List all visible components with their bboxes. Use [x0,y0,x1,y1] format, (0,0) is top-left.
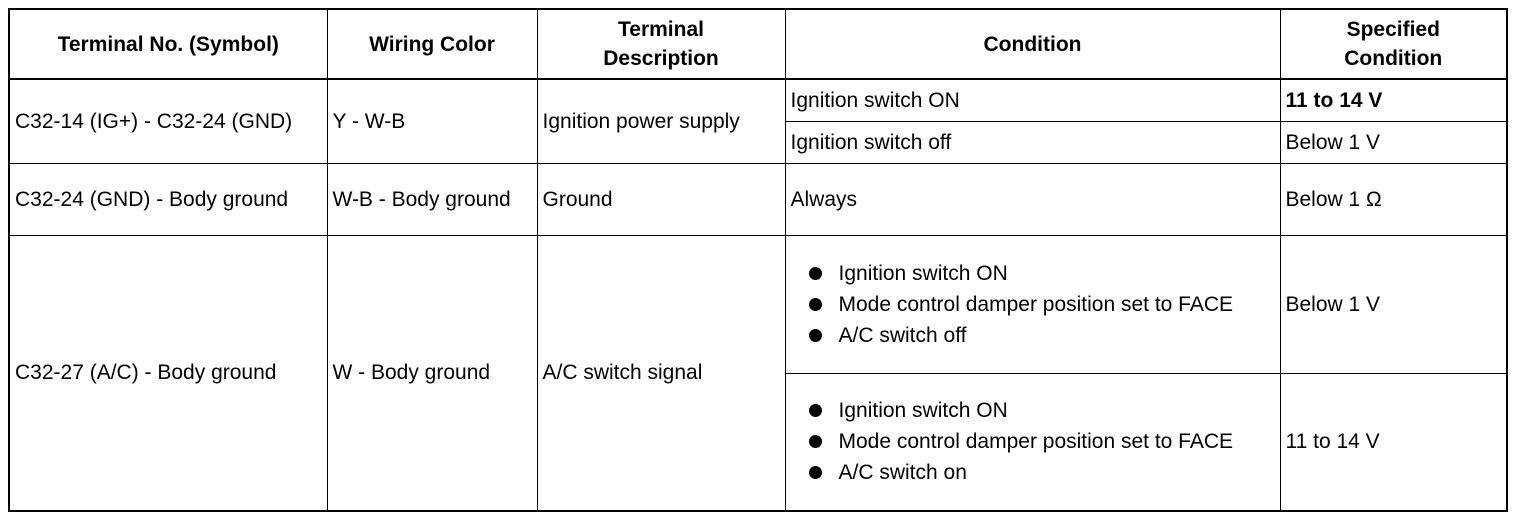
bullet-icon [808,435,822,449]
specified-condition-cell: 11 to 14 V [1279,78,1508,122]
header-terminal-description-line2: Description [603,47,719,70]
terminal-description-cell: Ground [536,162,786,236]
terminal-cell: C32-14 (IG+) - C32-24 (GND) [8,78,328,164]
bullet-icon [808,404,822,418]
table-row: C32-27 (A/C) - Body ground W - Body grou… [8,234,1508,512]
header-terminal-description: Terminal Description [536,8,786,80]
header-terminal-description-line1: Terminal [618,18,704,41]
condition-cell: Ignition switch off [784,120,1281,164]
list-item: Mode control damper position set to FACE [805,426,1275,457]
header-row: Terminal No. (Symbol) Wiring Color Termi… [8,8,1508,80]
specified-condition-cell: 11 to 14 V [1279,372,1508,512]
table-row: C32-24 (GND) - Body ground W-B - Body gr… [8,162,1508,236]
terminal-description-cell: Ignition power supply [536,78,786,164]
header-condition: Condition [784,8,1281,80]
specified-condition-cell: Below 1 Ω [1279,162,1508,236]
terminal-spec-table: Terminal No. (Symbol) Wiring Color Termi… [8,8,1508,512]
condition-bullet-list: Ignition switch ON Mode control damper p… [791,395,1275,488]
terminal-cell: C32-27 (A/C) - Body ground [8,234,328,512]
header-wiring-color: Wiring Color [326,8,538,80]
bullet-icon [808,297,822,311]
condition-bullet-list: Ignition switch ON Mode control damper p… [791,258,1275,351]
list-item: Ignition switch ON [805,258,1275,289]
condition-cell: Ignition switch ON Mode control damper p… [784,234,1281,374]
bullet-icon [808,266,822,280]
wiring-color-cell: W-B - Body ground [326,162,538,236]
header-specified-line2: Condition [1344,47,1443,70]
wiring-color-cell: Y - W-B [326,78,538,164]
condition-cell: Ignition switch ON Mode control damper p… [784,372,1281,512]
bullet-icon [808,466,822,480]
list-item: Ignition switch ON [805,395,1275,426]
terminal-description-cell: A/C switch signal [536,234,786,512]
terminal-cell: C32-24 (GND) - Body ground [8,162,328,236]
header-specified-condition: Specified Condition [1279,8,1508,80]
bullet-icon [808,328,822,342]
list-item: A/C switch off [805,320,1275,351]
table-row: Ignition switch off Below 1 V [9,120,1508,164]
specified-condition-cell: Below 1 V [1279,120,1508,164]
header-specified-line1: Specified [1346,18,1440,41]
wiring-color-cell: W - Body ground [326,234,538,512]
header-terminal-no: Terminal No. (Symbol) [8,8,328,80]
list-item: Mode control damper position set to FACE [805,289,1275,320]
list-item: A/C switch on [805,457,1275,488]
table-row: Ignition switch ON Mode control damper p… [9,372,1508,512]
condition-cell: Always [784,162,1281,236]
table-row: C32-14 (IG+) - C32-24 (GND) Y - W-B Igni… [8,78,1508,164]
condition-cell: Ignition switch ON [784,78,1281,122]
specified-condition-cell: Below 1 V [1279,234,1508,374]
